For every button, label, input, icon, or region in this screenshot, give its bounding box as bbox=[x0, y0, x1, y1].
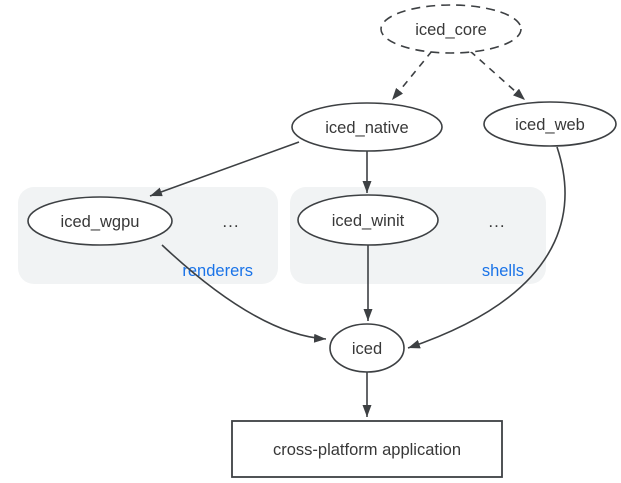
iced-web-label: iced_web bbox=[515, 116, 585, 134]
iced-wgpu-label: iced_wgpu bbox=[61, 213, 140, 231]
iced-wgpu-ellipse bbox=[27, 196, 173, 246]
node-cross-platform-application: cross-platform application bbox=[231, 420, 503, 478]
renderers-group-label: renderers bbox=[182, 262, 253, 280]
iced-web-ellipse bbox=[483, 101, 617, 147]
iced-label: iced bbox=[352, 340, 382, 358]
shells-group-label: shells bbox=[482, 262, 524, 280]
node-iced-web: iced_web bbox=[483, 101, 617, 147]
node-iced-core: iced_core bbox=[380, 4, 522, 54]
shells-ellipsis: ... bbox=[488, 212, 505, 231]
renderers-ellipsis: ... bbox=[222, 212, 239, 231]
iced-ellipse bbox=[329, 323, 405, 373]
iced-winit-label: iced_winit bbox=[332, 212, 405, 230]
edge-iced-core-to-iced-web bbox=[469, 50, 526, 101]
iced-core-ellipse bbox=[380, 4, 522, 54]
application-rect bbox=[231, 420, 503, 478]
node-iced-winit: iced_winit bbox=[297, 194, 439, 246]
edge-iced-native-to-iced-wgpu bbox=[149, 141, 300, 197]
edge-iced-wgpu-to-iced bbox=[161, 244, 327, 343]
node-iced: iced bbox=[329, 323, 405, 373]
iced-native-ellipse bbox=[291, 102, 443, 152]
application-label: cross-platform application bbox=[273, 441, 461, 459]
iced-core-label: iced_core bbox=[415, 21, 487, 39]
edge-iced-core-to-iced-native bbox=[391, 50, 433, 101]
iced-native-label: iced_native bbox=[325, 119, 408, 137]
iced-winit-ellipse bbox=[297, 194, 439, 246]
node-iced-wgpu: iced_wgpu bbox=[27, 196, 173, 246]
edge-iced-web-to-iced bbox=[407, 146, 566, 349]
node-iced-native: iced_native bbox=[291, 102, 443, 152]
